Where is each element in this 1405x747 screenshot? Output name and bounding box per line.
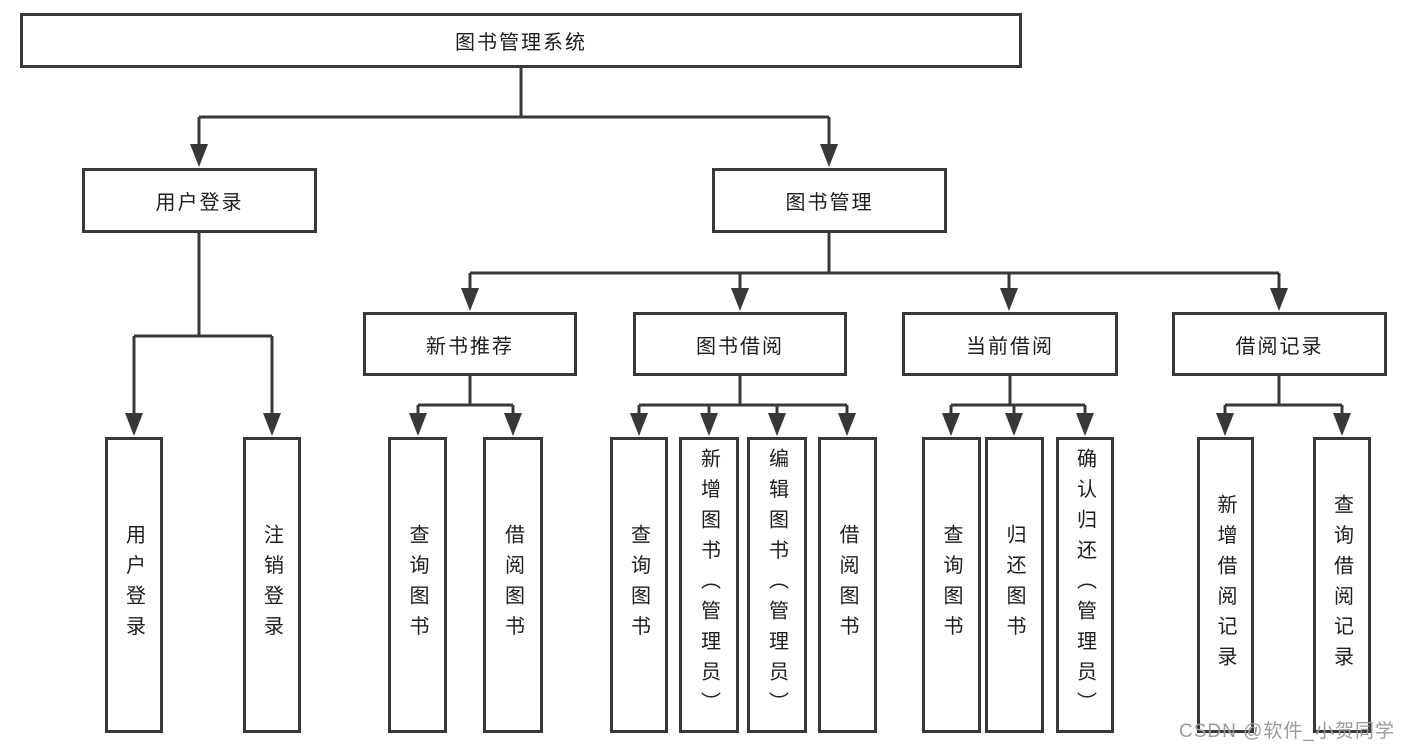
node-leaf-add-books-admin-label: 新增图书（管理员） bbox=[697, 448, 720, 722]
connector-current-borrowing bbox=[942, 376, 1094, 436]
node-leaf-edit-books-admin: 编辑图书（管理员） bbox=[747, 437, 807, 733]
node-leaf-query-borrow-record-label: 查询借阅记录 bbox=[1330, 493, 1353, 677]
node-leaf-borrow-books-borrowing: 借阅图书 bbox=[818, 437, 877, 733]
node-leaf-add-books-admin: 新增图书（管理员） bbox=[679, 437, 739, 733]
node-new-book-recommend: 新书推荐 bbox=[363, 312, 577, 376]
node-leaf-query-books-current: 查询图书 bbox=[922, 437, 981, 733]
node-leaf-query-books-borrowing: 查询图书 bbox=[610, 437, 668, 733]
node-book-management: 图书管理 bbox=[712, 168, 947, 233]
node-leaf-return-books: 归还图书 bbox=[985, 437, 1044, 733]
node-book-borrowing: 图书借阅 bbox=[633, 312, 847, 376]
node-leaf-borrow-books-borrowing-label: 借阅图书 bbox=[836, 524, 858, 646]
node-leaf-return-books-label: 归还图书 bbox=[1003, 524, 1025, 646]
connector-root bbox=[190, 68, 838, 167]
node-leaf-add-borrow-record: 新增借阅记录 bbox=[1197, 437, 1254, 733]
node-leaf-confirm-return-admin-label: 确认归还（管理员） bbox=[1073, 448, 1096, 722]
node-borrowing-records: 借阅记录 bbox=[1172, 312, 1387, 376]
node-root: 图书管理系统 bbox=[20, 13, 1022, 68]
connector-borrowing-records bbox=[1216, 376, 1351, 436]
node-borrowing-records-label: 借阅记录 bbox=[1235, 335, 1324, 358]
node-leaf-confirm-return-admin: 确认归还（管理员） bbox=[1056, 437, 1114, 733]
node-leaf-borrow-books-recommend-label: 借阅图书 bbox=[501, 524, 524, 646]
node-leaf-edit-books-admin-label: 编辑图书（管理员） bbox=[765, 448, 788, 722]
node-root-label: 图书管理系统 bbox=[455, 32, 587, 54]
node-book-borrowing-label: 图书借阅 bbox=[696, 335, 784, 358]
watermark-text: CSDN @软件_小贺同学 bbox=[1179, 721, 1395, 742]
node-current-borrowing: 当前借阅 bbox=[902, 312, 1118, 376]
connector-user-login bbox=[125, 233, 281, 436]
node-leaf-borrow-books-recommend: 借阅图书 bbox=[483, 437, 543, 733]
node-leaf-user-login: 用户登录 bbox=[105, 437, 163, 733]
node-user-login: 用户登录 bbox=[82, 168, 317, 233]
node-leaf-user-login-label: 用户登录 bbox=[122, 524, 145, 646]
node-leaf-logout-label: 注销登录 bbox=[260, 524, 283, 646]
node-leaf-logout: 注销登录 bbox=[243, 437, 301, 733]
node-leaf-add-borrow-record-label: 新增借阅记录 bbox=[1214, 493, 1236, 677]
node-new-book-recommend-label: 新书推荐 bbox=[426, 335, 514, 358]
node-leaf-query-books-borrowing-label: 查询图书 bbox=[627, 524, 650, 646]
connector-book-management bbox=[461, 233, 1288, 311]
node-book-management-label: 图书管理 bbox=[785, 192, 874, 214]
node-user-login-label: 用户登录 bbox=[155, 192, 244, 214]
node-leaf-query-books-recommend: 查询图书 bbox=[388, 437, 447, 733]
node-leaf-query-borrow-record: 查询借阅记录 bbox=[1313, 437, 1371, 733]
node-current-borrowing-label: 当前借阅 bbox=[966, 335, 1054, 358]
node-leaf-query-books-current-label: 查询图书 bbox=[940, 524, 962, 646]
connector-book-borrowing bbox=[630, 376, 856, 436]
node-leaf-query-books-recommend-label: 查询图书 bbox=[406, 524, 428, 646]
connector-new-book-recommend bbox=[409, 376, 522, 436]
